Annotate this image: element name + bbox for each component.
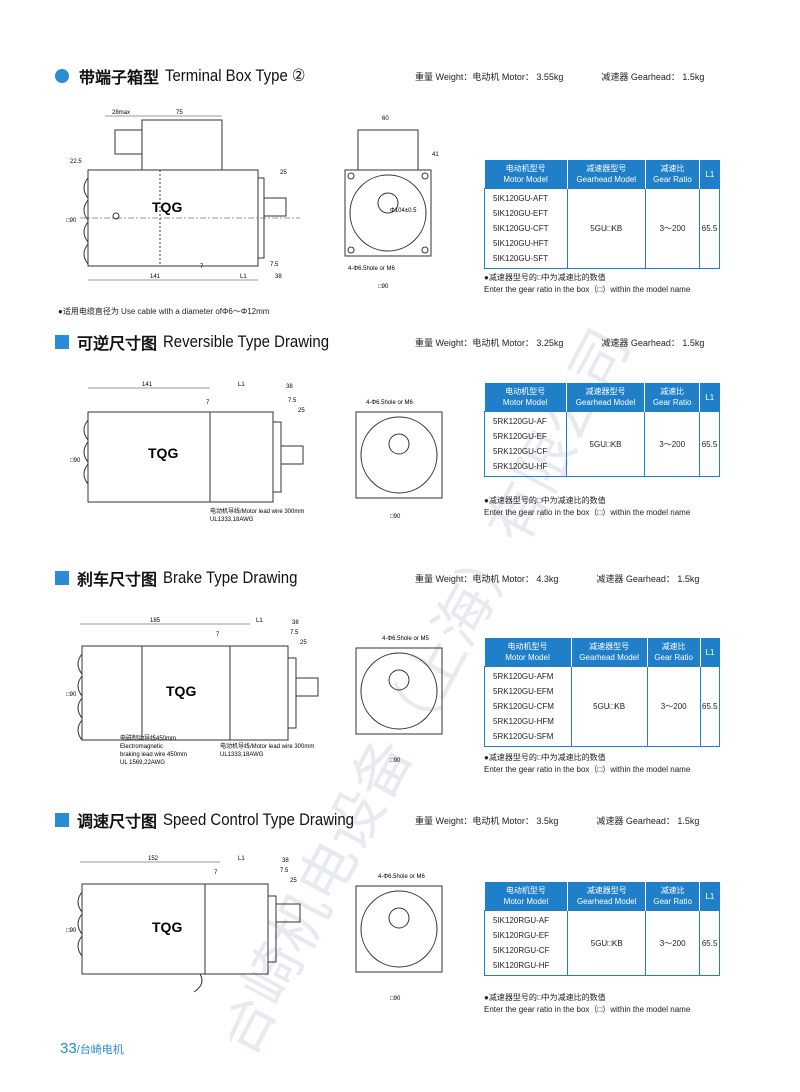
svg-text:□90: □90	[390, 514, 401, 520]
dim-sq90-front: □90	[378, 284, 389, 290]
svg-text:□90: □90	[66, 692, 77, 698]
dim-hole: 4-Φ6.5hole or M6	[348, 266, 395, 272]
dim-22-5: 22.5	[70, 159, 82, 165]
svg-text:25: 25	[290, 878, 297, 884]
dim-7-5: 7.5	[270, 262, 279, 268]
section-title-brake: 刹车尺寸图 Brake Type Drawing	[55, 566, 316, 590]
title-en: Terminal Box Type ②	[165, 66, 306, 85]
section-marker-icon	[55, 571, 69, 585]
svg-text:UL 1569,22AWG: UL 1569,22AWG	[120, 760, 165, 766]
svg-text:电动机导线/Motor lead wire 300mm: 电动机导线/Motor lead wire 300mm	[210, 507, 304, 515]
weights-row: 重量 Weight：电动机 Motor： 3.25kg 减速器 Gearhead…	[415, 338, 705, 348]
svg-text:4-Φ6.5hole or M6: 4-Φ6.5hole or M6	[378, 874, 425, 880]
svg-text:7: 7	[214, 870, 218, 876]
svg-text:L1: L1	[238, 856, 245, 862]
dim-25: 25	[280, 170, 287, 176]
section-title-speed-control: 调速尺寸图 Speed Control Type Drawing	[55, 808, 380, 832]
drawing-terminal-box: TQG 28max 75 22.5 141 7 L1 38 25 7.5 □90…	[66, 110, 439, 290]
svg-text:38: 38	[292, 620, 299, 626]
dim-l1: L1	[240, 274, 247, 280]
svg-text:25: 25	[300, 640, 307, 646]
cable-note: ●适用电缆直径为 Use cable with a diameter ofΦ6～…	[58, 307, 270, 316]
svg-text:7.5: 7.5	[288, 398, 297, 404]
note-speed-control: ●减速器型号的□中为减速比的数值 Enter the gear ratio in…	[484, 993, 691, 1014]
svg-text:TQG: TQG	[166, 683, 196, 699]
page-number: 33	[60, 1040, 77, 1057]
svg-text:□90: □90	[70, 458, 81, 464]
weights-row: 重量 Weight：电动机 Motor： 3.55kg 减速器 Gearhead…	[415, 70, 704, 83]
svg-text:152: 152	[148, 856, 159, 862]
dim-75: 75	[176, 110, 183, 116]
motor-weight: 重量 Weight：电动机 Motor： 3.55kg	[415, 72, 564, 82]
weights-row: 重量 Weight：电动机 Motor： 4.3kg 减速器 Gearhead：…	[415, 574, 700, 584]
svg-text:TQG: TQG	[152, 919, 182, 935]
svg-text:7.5: 7.5	[290, 630, 299, 636]
svg-text:UL1333,18AWG: UL1333,18AWG	[220, 752, 264, 758]
svg-text:□90: □90	[66, 928, 77, 934]
svg-text:185: 185	[150, 618, 161, 624]
svg-text:4-Φ6.5hole or M6: 4-Φ6.5hole or M6	[366, 400, 413, 406]
dim-38: 38	[275, 274, 282, 280]
drawing-reversible: 141 L1 38 7 7.5 25 TQG □90 电动机导线/Motor l…	[70, 382, 443, 523]
svg-text:L1: L1	[238, 382, 245, 388]
note-terminal-box: ●减速器型号的□中为减速比的数值 Enter the gear ratio in…	[484, 273, 691, 294]
dim-141: 141	[150, 274, 161, 280]
section-title-reversible: 可逆尺寸图 Reversible Type Drawing	[55, 330, 352, 354]
weights-row: 重量 Weight：电动机 Motor： 3.5kg 减速器 Gearhead：…	[415, 816, 700, 826]
drawing-brake: 185 L1 38 7 7.5 25 TQG □90 电磁制动导线450mm E…	[66, 618, 443, 766]
svg-text:电动机导线/Motor lead wire 300mm: 电动机导线/Motor lead wire 300mm	[220, 742, 314, 750]
svg-text:□90: □90	[390, 758, 401, 764]
svg-text:38: 38	[286, 384, 293, 390]
svg-text:25: 25	[298, 408, 305, 414]
svg-text:7: 7	[216, 632, 220, 638]
svg-text:UL1333,18AWG: UL1333,18AWG	[210, 517, 254, 523]
drawing-speed-control: 152 L1 38 7 7.5 25 TQG □90 4-Φ6.5hole or…	[66, 856, 443, 1002]
dim-41: 41	[432, 152, 439, 158]
svg-text:Electromagnetic: Electromagnetic	[120, 744, 163, 750]
dim-pcd: Φ104±0.5	[390, 208, 417, 214]
svg-text:TQG: TQG	[148, 445, 178, 461]
dim-28max: 28max	[112, 110, 130, 116]
section-marker-icon	[55, 335, 69, 349]
gear-ratio: 3～200	[644, 188, 701, 269]
dim-7: 7	[200, 264, 204, 270]
brand-logo: TQG	[152, 199, 182, 215]
dim-sq90-side: □90	[66, 218, 77, 224]
page-footer: 33/台崎电机	[60, 1040, 124, 1057]
svg-text:141: 141	[142, 382, 153, 388]
section-bullet-icon	[55, 69, 69, 83]
section-marker-icon	[55, 813, 69, 827]
svg-text:7: 7	[206, 400, 210, 406]
section-title-terminal-box: 带端子箱型 Terminal Box Type ②	[55, 64, 325, 88]
note-reversible: ●减速器型号的□中为减速比的数值 Enter the gear ratio in…	[484, 496, 691, 517]
svg-text:电磁制动导线450mm: 电磁制动导线450mm	[120, 734, 176, 742]
svg-text:L1: L1	[256, 618, 263, 624]
svg-text:7.5: 7.5	[280, 868, 289, 874]
dim-60: 60	[382, 116, 389, 122]
gearhead-model: 5GU□KB	[566, 188, 646, 269]
footer-company: /台崎电机	[76, 1044, 124, 1056]
title-cn: 带端子箱型	[79, 68, 160, 87]
gearhead-weight: 减速器 Gearhead： 1.5kg	[601, 72, 705, 82]
l1-value: 65.5	[699, 188, 720, 269]
svg-text:braking lead wire 450mm: braking lead wire 450mm	[120, 752, 187, 758]
note-brake: ●减速器型号的□中为减速比的数值 Enter the gear ratio in…	[484, 753, 691, 774]
svg-text:4-Φ6.5hole or M5: 4-Φ6.5hole or M5	[382, 636, 429, 642]
svg-text:□90: □90	[390, 996, 401, 1002]
svg-text:38: 38	[282, 858, 289, 864]
